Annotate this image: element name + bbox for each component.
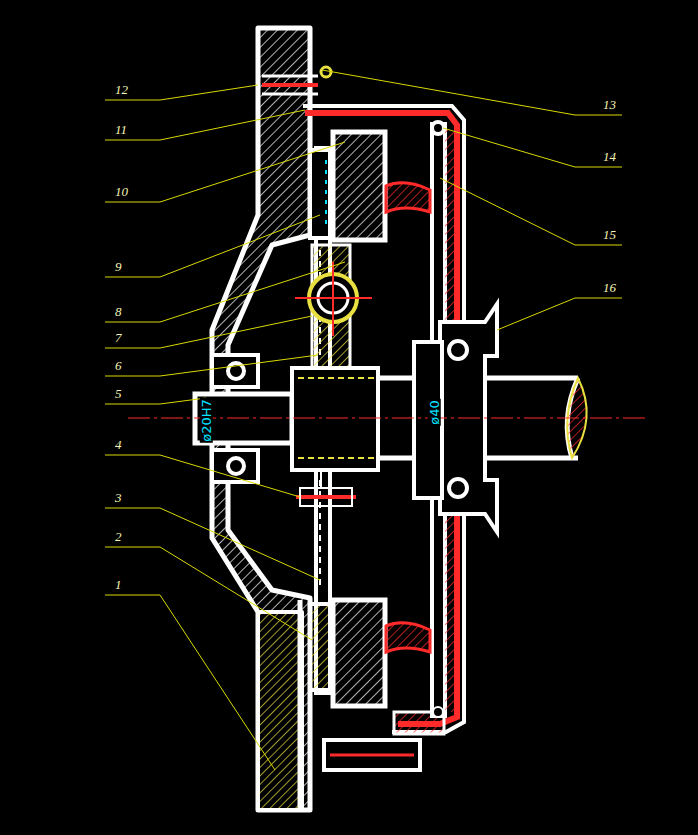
callout-number: 9 (115, 260, 122, 273)
callout-number: 16 (603, 281, 616, 294)
callout-number: 1 (115, 578, 122, 591)
callout-number: 14 (603, 150, 616, 163)
callout-number: 6 (115, 359, 122, 372)
callout-number: 4 (115, 438, 122, 451)
callout-number: 5 (115, 387, 122, 400)
damper-spring (295, 245, 372, 377)
leader-lines (105, 70, 622, 770)
dimension-text: ø20H7 (199, 398, 212, 443)
callout-number: 11 (115, 123, 127, 136)
callout-number: 10 (115, 185, 128, 198)
callout-number: 8 (115, 305, 122, 318)
disc-hub (292, 368, 378, 506)
callout-number: 7 (115, 331, 122, 344)
bolt-head (321, 67, 331, 77)
cover-bolt (324, 740, 420, 770)
callout-number: 15 (603, 228, 616, 241)
dimension-text: ø40 (428, 399, 441, 426)
flywheel-bolt (262, 83, 318, 87)
callout-number: 3 (115, 491, 122, 504)
callout-number: 12 (115, 83, 128, 96)
callout-number: 2 (115, 530, 122, 543)
callout-number: 13 (603, 98, 616, 111)
